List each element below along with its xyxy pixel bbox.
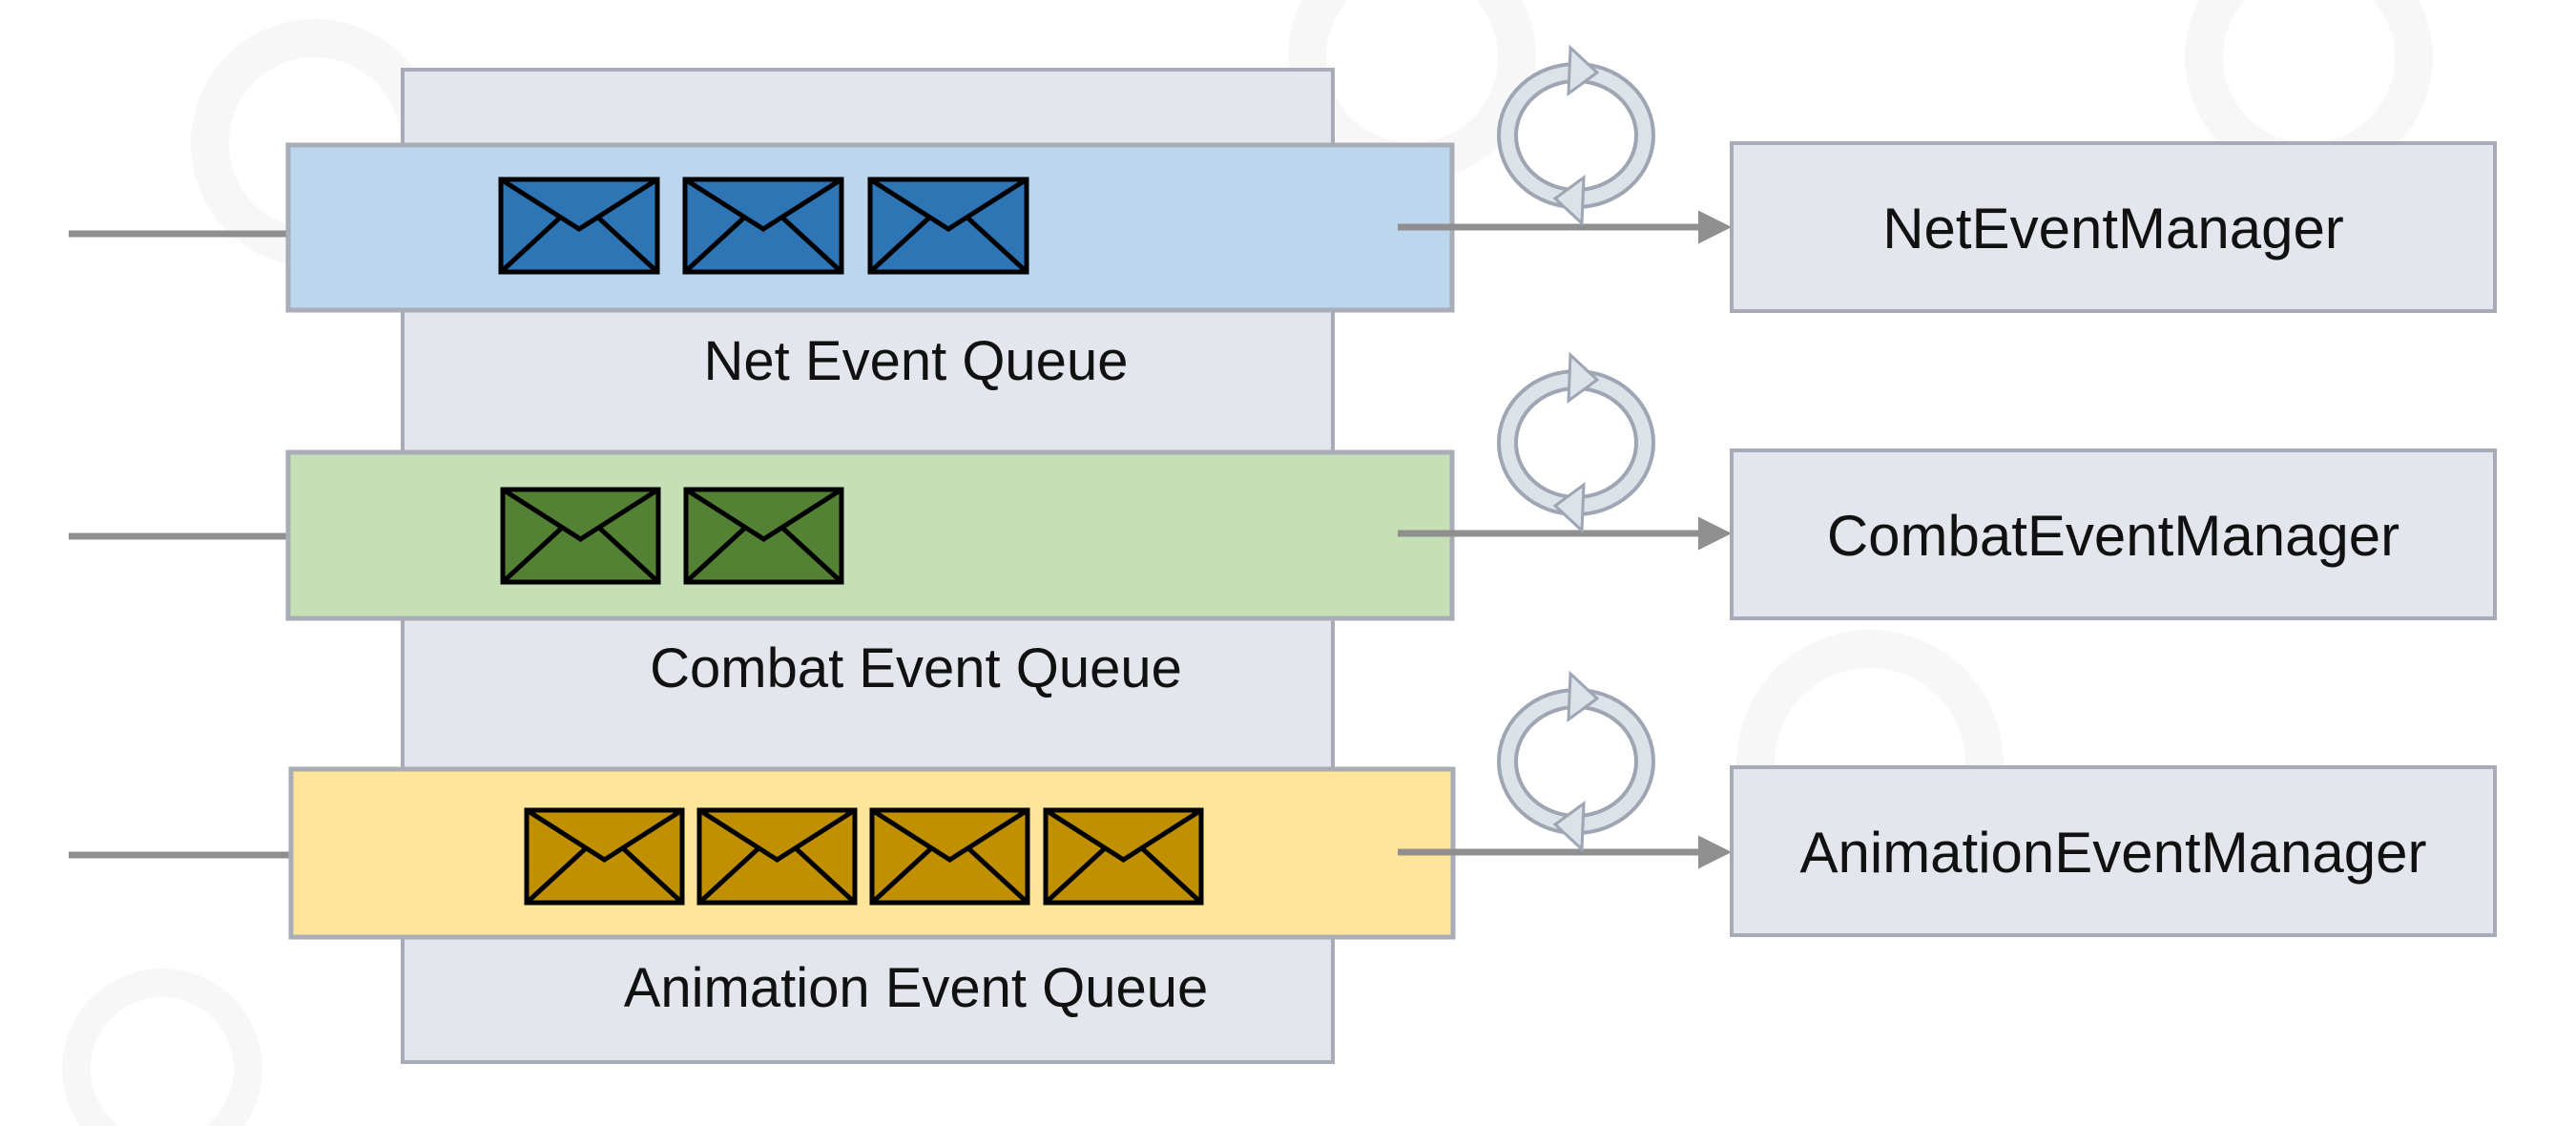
queue-row-net: Net Event Queue NetEventManager: [69, 44, 2497, 392]
envelope-icon: [869, 807, 1030, 906]
cycle-icon: [1497, 670, 1655, 853]
envelope-icon: [682, 177, 844, 275]
manager-box-net: [1730, 141, 2497, 313]
cycle-icon: [1497, 44, 1655, 227]
envelope-group: [498, 177, 1029, 275]
envelope-icon: [1043, 807, 1204, 906]
manager-label: CombatEventManager: [1827, 504, 2399, 568]
cycle-icon: [1497, 351, 1655, 534]
manager-box-combat: [1730, 448, 2497, 620]
queue-row-animation: Animation Event Queue AnimationEventMana…: [69, 670, 2497, 1019]
envelope-icon: [524, 807, 685, 906]
manager-box-animation: [1730, 765, 2497, 937]
envelope-group: [500, 487, 844, 585]
queue-label: Animation Event Queue: [624, 957, 1209, 1019]
envelope-icon: [498, 177, 660, 275]
envelope-group: [524, 807, 1204, 906]
envelope-icon: [683, 487, 844, 585]
manager-label: NetEventManager: [1882, 197, 2344, 261]
queue-label: Net Event Queue: [704, 330, 1129, 392]
queue-row-combat: Combat Event Queue CombatEventManager: [69, 351, 2497, 699]
envelope-icon: [500, 487, 661, 585]
queue-label: Combat Event Queue: [650, 637, 1182, 699]
queue-band-combat: [285, 449, 1455, 621]
envelope-icon: [696, 807, 858, 906]
manager-label: AnimationEventManager: [1799, 821, 2426, 885]
envelope-icon: [867, 177, 1029, 275]
